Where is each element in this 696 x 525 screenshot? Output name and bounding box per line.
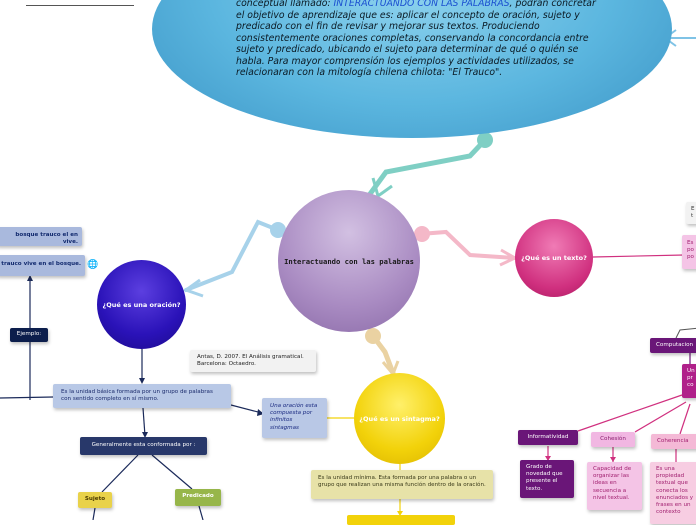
topic-oracion[interactable]: ¿Qué es una oración? (97, 260, 186, 349)
central-topic[interactable]: Interactuando con las palabras (278, 190, 420, 332)
informatividad-node[interactable]: Informatividad (518, 430, 578, 445)
grado-node[interactable]: Grado de novedad que presente el texto. (520, 460, 574, 498)
objective-text: conceptual llamado: INTERACTUANDO CON LA… (236, 0, 596, 79)
partial-node-un[interactable]: Un pr co (682, 364, 696, 398)
example-label[interactable]: Ejemplo: (10, 328, 48, 342)
oracion-composition[interactable]: Generalmente esta conformada por : (80, 437, 207, 455)
topic-texto-label: ¿Qué es un texto? (521, 254, 587, 262)
topic-oracion-label: ¿Qué es una oración? (102, 300, 181, 309)
partial-node-es[interactable]: Es po po (682, 235, 696, 269)
objective-text-start: conceptual llamado: (236, 0, 334, 9)
oracion-definition[interactable]: Es la unidad básica formada por un grupo… (53, 384, 231, 408)
sintagma-child-node[interactable] (347, 515, 455, 525)
sintagma-definition[interactable]: Es la unidad mínima. Esta formada por un… (311, 470, 493, 499)
central-topic-label: Interactuando con las palabras (284, 256, 414, 266)
reference-note[interactable]: Antas, D. 2007. El Análisis gramatical. … (190, 350, 316, 372)
globe-icon[interactable]: 🌐 (87, 260, 99, 270)
objective-highlight: INTERACTUANDO CON LAS PALABRAS (333, 0, 510, 9)
partial-node-e[interactable]: E t (686, 202, 696, 224)
predicado-node[interactable]: Predicado (175, 489, 221, 506)
topic-sintagma[interactable]: ¿Qué es un sintagma? (354, 373, 445, 464)
topic-texto[interactable]: ¿Qué es un texto? (515, 219, 593, 297)
capacidad-node[interactable]: Capacidad de organizar las ideas en secu… (587, 462, 642, 510)
propiedad-node[interactable]: Es una propiedad textual que conecta los… (650, 462, 696, 524)
top-divider (26, 5, 134, 6)
cohesion-node[interactable]: Cohesión (591, 432, 635, 447)
coherencia-node[interactable]: Coherencia (651, 434, 696, 449)
objective-text-end: , podrán concretar el objetivo de aprend… (236, 0, 596, 78)
example-ordered[interactable]: trauco vive en el bosque. (0, 255, 85, 276)
example-scrambled[interactable]: bosque trauco el en vive. (0, 227, 82, 246)
computacion-node[interactable]: Computacion (650, 338, 696, 353)
compound-note[interactable]: Una oración esta compuesta por infinitos… (262, 398, 327, 438)
sujeto-node[interactable]: Sujeto (78, 492, 112, 508)
topic-sintagma-label: ¿Qué es un sintagma? (359, 414, 440, 423)
